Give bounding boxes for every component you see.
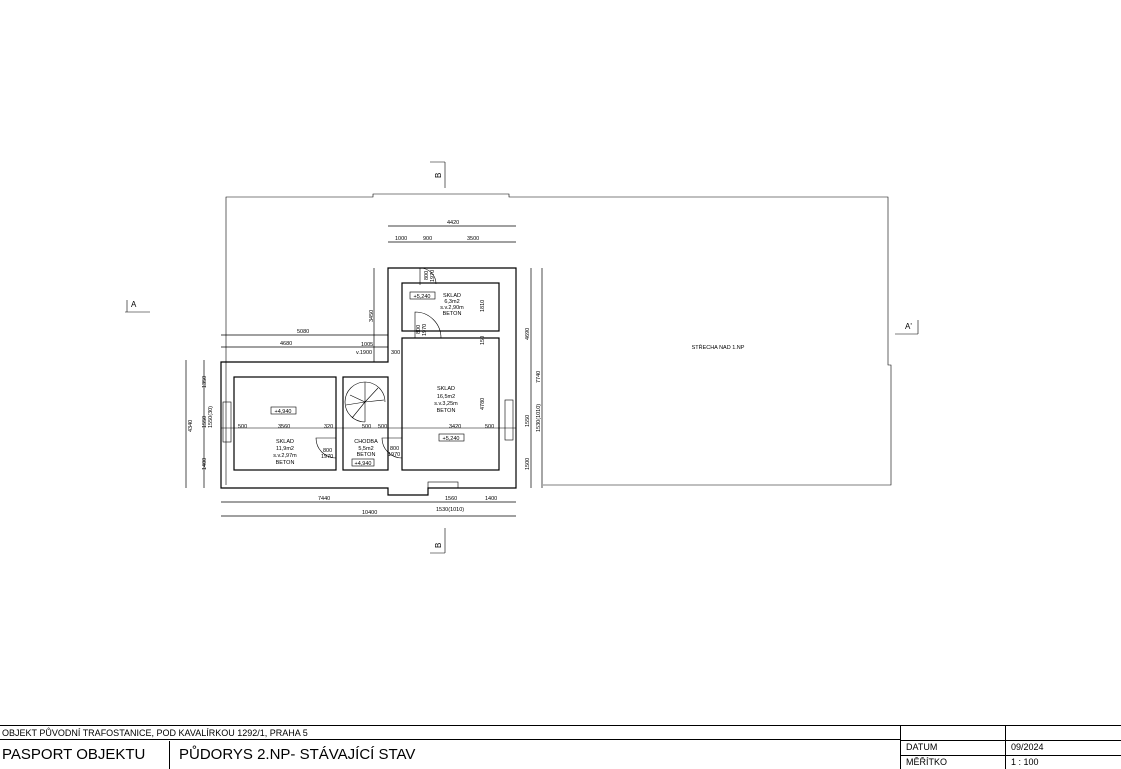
svg-text:BETON: BETON	[443, 311, 462, 317]
room-label-sklad-top: SKLAD 6,3m2 s.v.2,90m BETON +5,240	[409, 291, 464, 317]
svg-text:800: 800	[323, 448, 332, 454]
svg-text:A: A	[131, 300, 137, 309]
svg-text:+4,940: +4,940	[275, 409, 292, 415]
svg-text:150: 150	[480, 336, 486, 345]
room-sklad-left	[233, 376, 337, 471]
svg-text:1530(1010): 1530(1010)	[436, 507, 464, 513]
svg-text:4690: 4690	[525, 328, 531, 340]
svg-text:5,5m2: 5,5m2	[358, 446, 373, 452]
room-sklad-big	[401, 337, 500, 471]
svg-text:1400: 1400	[485, 496, 497, 502]
scale-value: 1 : 100	[1011, 757, 1039, 767]
svg-text:500: 500	[485, 424, 494, 430]
svg-text:4780: 4780	[480, 398, 486, 410]
svg-text:500: 500	[362, 424, 371, 430]
spiral-staircase	[344, 381, 386, 423]
room-sklad-top	[401, 282, 500, 332]
svg-text:1970: 1970	[321, 454, 333, 460]
svg-text:500: 500	[378, 424, 387, 430]
roof-outline	[225, 193, 892, 486]
svg-text:1000: 1000	[395, 236, 407, 242]
date-value: 09/2024	[1011, 742, 1044, 752]
svg-text:1400: 1400	[202, 458, 208, 470]
svg-text:3500: 3500	[467, 236, 479, 242]
floor-plan-drawing: STŘECHA NAD 1.NP 4420 1000 900 3500 5	[125, 161, 919, 554]
svg-text:1005: 1005	[361, 342, 373, 348]
svg-text:1350: 1350	[202, 376, 208, 388]
svg-text:1970: 1970	[388, 452, 400, 458]
scale-label: MĚŘÍTKO	[906, 757, 948, 767]
svg-text:3450: 3450	[369, 310, 375, 322]
svg-text:1550(30): 1550(30)	[208, 406, 214, 428]
svg-text:s.v.3,25m: s.v.3,25m	[434, 401, 458, 407]
svg-text:s.v.2,90m: s.v.2,90m	[440, 305, 464, 311]
section-marker-a: A	[125, 300, 150, 313]
svg-text:BETON: BETON	[276, 460, 295, 466]
section-marker-b-top: B	[430, 161, 446, 188]
project-name: OBJEKT PŮVODNÍ TRAFOSTANICE, POD KAVALÍR…	[0, 726, 900, 740]
svg-text:SKLAD: SKLAD	[437, 386, 455, 392]
svg-text:300: 300	[391, 350, 400, 356]
title-block-cells: DATUM 09/2024 MĚŘÍTKO 1 : 100	[900, 726, 1121, 769]
svg-text:800: 800	[390, 446, 399, 452]
svg-text:800: 800	[416, 325, 422, 334]
svg-text:900: 900	[423, 236, 432, 242]
svg-text:16,5m2: 16,5m2	[437, 394, 455, 400]
windows	[222, 399, 514, 489]
svg-text:BETON: BETON	[357, 452, 376, 458]
svg-text:1970: 1970	[422, 324, 428, 336]
svg-text:800: 800	[424, 271, 430, 280]
svg-text:4420: 4420	[447, 220, 459, 226]
svg-text:s.v.2,97m: s.v.2,97m	[273, 453, 297, 459]
svg-text:CHODBA: CHODBA	[354, 439, 378, 445]
dimension-lines	[185, 225, 543, 517]
svg-text:A': A'	[905, 322, 912, 331]
svg-text:5080: 5080	[297, 329, 309, 335]
svg-text:1550: 1550	[202, 416, 208, 428]
svg-text:+4,940: +4,940	[355, 461, 372, 467]
svg-text:320: 320	[324, 424, 333, 430]
roof-label: STŘECHA NAD 1.NP	[692, 343, 745, 351]
sheet-title: PŮDORYS 2.NP- STÁVAJÍCÍ STAV	[179, 746, 416, 763]
svg-text:6,3m2: 6,3m2	[444, 299, 459, 305]
svg-text:500: 500	[238, 424, 247, 430]
section-marker-a-prime: A'	[895, 320, 919, 335]
svg-text:1560: 1560	[445, 496, 457, 502]
svg-text:B: B	[434, 173, 443, 178]
svg-text:3560: 3560	[278, 424, 290, 430]
svg-text:1500: 1500	[525, 458, 531, 470]
svg-text:SKLAD: SKLAD	[276, 439, 294, 445]
svg-text:1810: 1810	[480, 300, 486, 312]
svg-text:SKLAD: SKLAD	[443, 293, 461, 299]
svg-text:1970: 1970	[430, 270, 436, 282]
svg-text:1550: 1550	[525, 415, 531, 427]
svg-text:4680: 4680	[280, 341, 292, 347]
door-swings	[315, 267, 442, 459]
room-label-sklad-big: SKLAD 16,5m2 s.v.3,25m BETON +5,240	[434, 386, 465, 442]
document-type: PASPORT OBJEKTU	[0, 741, 170, 769]
svg-text:BETON: BETON	[437, 408, 456, 414]
svg-text:v.1900: v.1900	[356, 350, 372, 356]
dimension-texts: 4420 1000 900 3500 5080 4680 1005 v.1900…	[188, 220, 542, 516]
date-label: DATUM	[906, 742, 938, 752]
svg-text:10400: 10400	[362, 510, 377, 516]
svg-text:B: B	[434, 543, 443, 548]
title-block: OBJEKT PŮVODNÍ TRAFOSTANICE, POD KAVALÍR…	[0, 725, 1121, 769]
svg-text:+5,240: +5,240	[414, 294, 431, 300]
section-marker-b-bottom: B	[430, 528, 446, 554]
svg-text:4340: 4340	[188, 420, 194, 432]
svg-text:+5,240: +5,240	[443, 436, 460, 442]
svg-text:1530(1010): 1530(1010)	[536, 404, 542, 432]
room-chodba	[342, 376, 389, 471]
room-label-sklad-left: +4,940 SKLAD 11,9m2 s.v.2,97m BETON	[270, 406, 297, 466]
svg-text:3420: 3420	[449, 424, 461, 430]
svg-text:11,9m2: 11,9m2	[276, 446, 294, 452]
svg-text:7740: 7740	[536, 371, 542, 383]
svg-text:7440: 7440	[318, 496, 330, 502]
room-label-chodba: CHODBA 5,5m2 BETON +4,940	[351, 439, 378, 467]
